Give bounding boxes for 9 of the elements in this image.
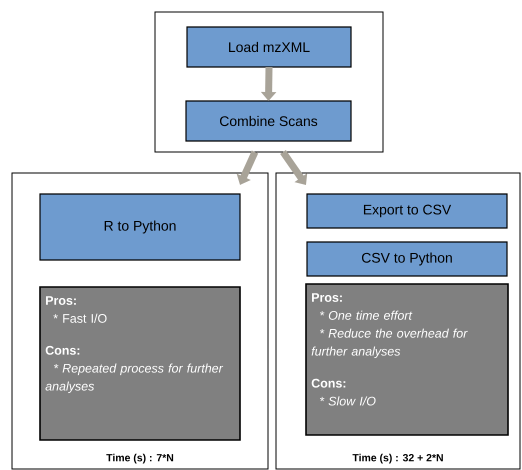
process-box: Combine Scans <box>185 100 352 142</box>
process-box: Export to CSV <box>306 193 508 229</box>
time-label: Time (s) : 7*N <box>106 454 174 464</box>
process-box: Load mzXML <box>186 26 352 68</box>
process-box: CSV to Python <box>306 241 508 277</box>
time-label: Time (s) : 32 + 2*N <box>352 454 443 464</box>
pros-cons-box: Pros: * Fast I/O Cons: * Repeated process for further analyses <box>39 286 241 441</box>
process-box: R to Python <box>39 193 241 261</box>
pros-cons-box: Pros: * One time effort * Reduce the overhead for further analyses Cons: * Slow I/O <box>305 283 509 436</box>
